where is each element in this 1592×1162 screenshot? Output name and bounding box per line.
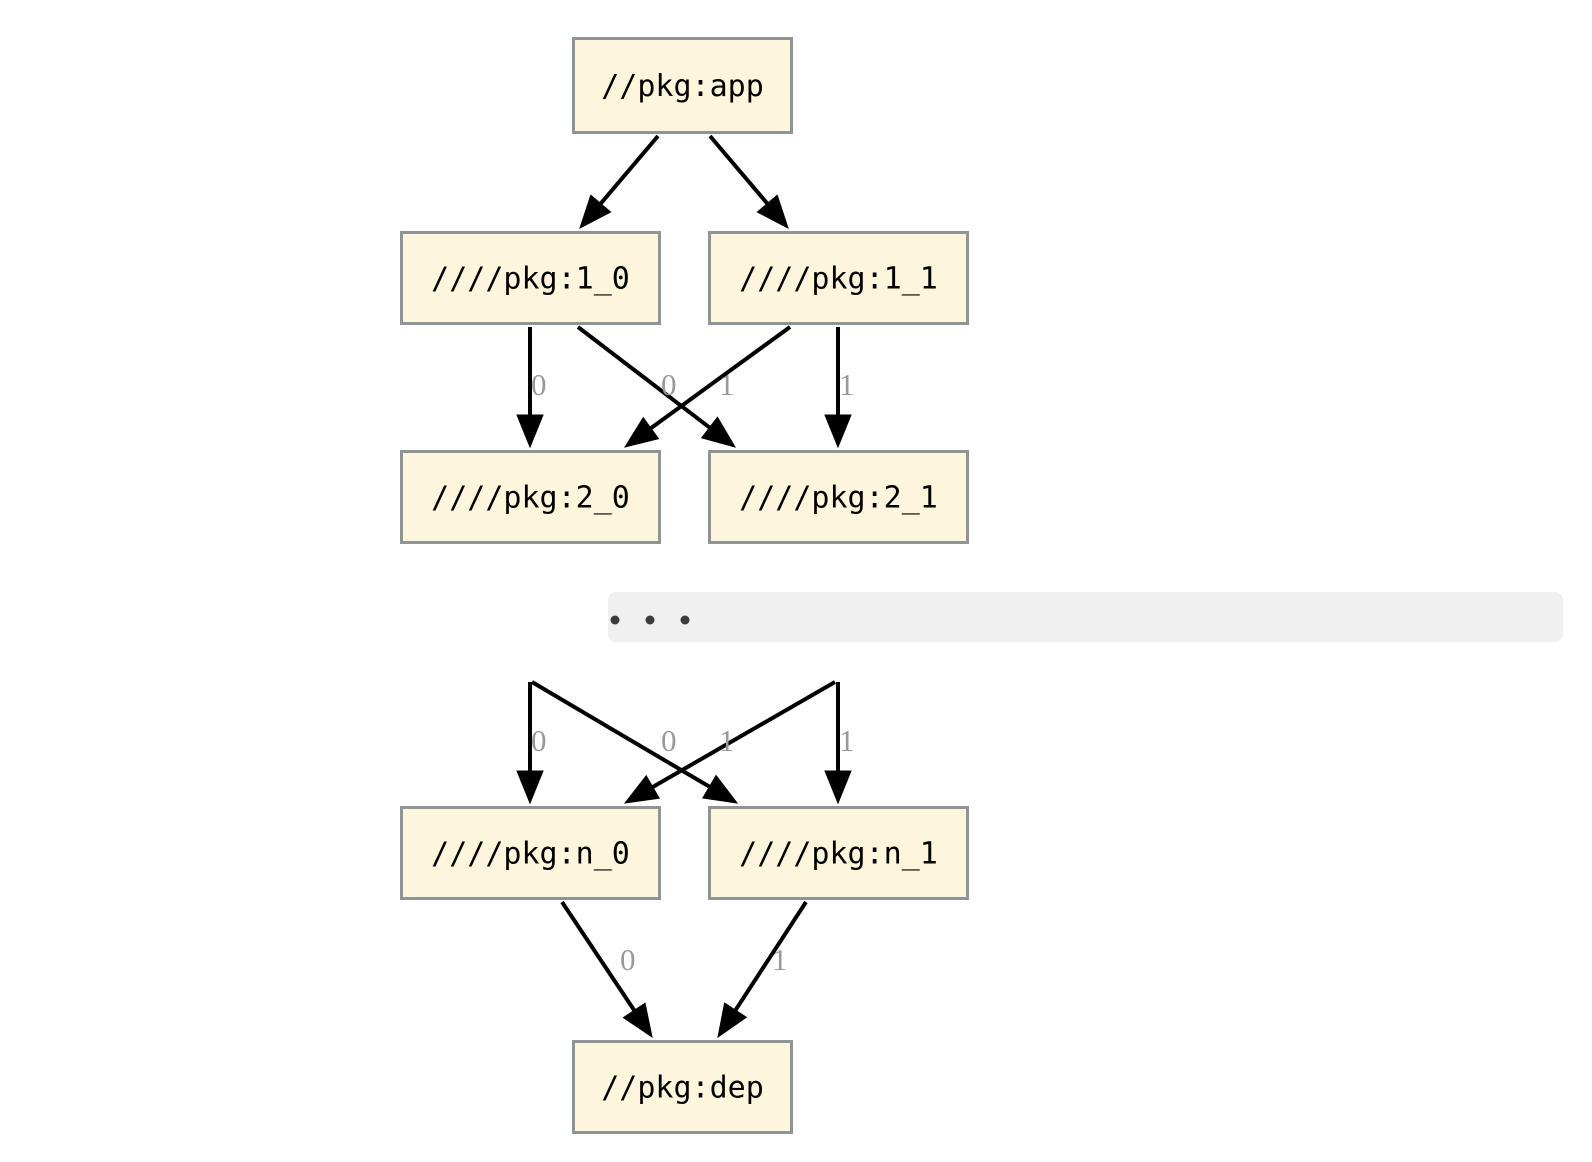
graph-node-nn_0[interactable]: ////pkg:n_0 <box>400 806 661 900</box>
graph-node-n1_0[interactable]: ////pkg:1_0 <box>400 231 661 325</box>
graph-edge <box>623 680 836 804</box>
graph-node-app[interactable]: //pkg:app <box>572 37 793 134</box>
edge-label: 1 <box>772 942 788 977</box>
ellipsis-dot-1 <box>645 615 655 625</box>
edge-label: 1 <box>839 723 855 758</box>
node-box[interactable] <box>400 806 661 900</box>
graph-node-nn_1[interactable]: ////pkg:n_1 <box>708 806 969 900</box>
graph-edge <box>717 900 808 1039</box>
ellipsis-dot-2 <box>680 615 690 625</box>
edge-arrowhead <box>702 774 739 804</box>
edge-label: 1 <box>719 723 735 758</box>
nodes-layer: //pkg:app ////pkg:1_0 ////pkg:1_1 ////pkg:2… <box>400 37 969 1134</box>
node-label: //pkg:dep <box>601 1071 764 1106</box>
edge-arrowhead <box>756 194 789 230</box>
graph-edge <box>560 900 653 1039</box>
node-label: ////pkg:1_0 <box>431 262 630 297</box>
edges-layer <box>516 134 852 1039</box>
ellipsis-layer <box>608 592 1563 642</box>
graph-edge <box>708 134 789 230</box>
truncation-ellipsis <box>608 592 1563 642</box>
node-label: ////pkg:n_1 <box>739 837 938 872</box>
node-box[interactable] <box>400 231 661 325</box>
edge-shaft <box>708 134 773 210</box>
graph-edge <box>579 134 660 230</box>
edge-label: 0 <box>620 942 636 977</box>
edge-arrowhead <box>717 1002 748 1039</box>
ellipsis-band <box>608 592 1563 642</box>
edge-shaft <box>730 900 808 1017</box>
edge-arrowhead <box>824 414 852 449</box>
node-box[interactable] <box>708 806 969 900</box>
node-label: ////pkg:2_1 <box>739 481 938 516</box>
node-box[interactable] <box>572 1040 793 1134</box>
ellipsis-dot-0 <box>610 615 620 625</box>
node-box[interactable] <box>708 450 969 544</box>
node-label: ////pkg:1_1 <box>739 262 938 297</box>
edge-labels-layer: 0 0 1 1 0 0 1 1 0 1 <box>531 367 855 977</box>
edge-arrowhead <box>623 774 661 804</box>
edge-shaft <box>560 900 640 1017</box>
graph-edge <box>824 682 852 805</box>
edge-arrowhead <box>622 1002 653 1039</box>
edge-label: 1 <box>719 367 735 402</box>
edge-arrowhead <box>516 414 544 449</box>
edge-shaft <box>530 680 716 792</box>
node-box[interactable] <box>708 231 969 325</box>
graph-edge <box>576 325 737 448</box>
edge-arrowhead <box>700 416 737 448</box>
node-label: ////pkg:n_0 <box>431 837 630 872</box>
graph-edge <box>530 680 739 804</box>
graph-node-n2_0[interactable]: ////pkg:2_0 <box>400 450 661 544</box>
graph-node-n2_1[interactable]: ////pkg:2_1 <box>708 450 969 544</box>
node-box[interactable] <box>572 37 793 134</box>
edge-arrowhead <box>516 770 544 805</box>
node-label: ////pkg:2_0 <box>431 481 630 516</box>
graph-node-n1_1[interactable]: ////pkg:1_1 <box>708 231 969 325</box>
edge-label: 0 <box>661 367 677 402</box>
edge-shaft <box>576 325 716 433</box>
edge-arrowhead <box>579 194 612 230</box>
graph-edge <box>516 682 544 805</box>
edge-shaft <box>595 134 660 210</box>
graph-edge <box>824 327 852 449</box>
edge-label: 1 <box>839 367 855 402</box>
edge-label: 0 <box>531 723 547 758</box>
edge-arrowhead <box>623 416 660 448</box>
edge-label: 0 <box>531 367 547 402</box>
node-label: //pkg:app <box>601 69 764 104</box>
edge-shaft <box>646 680 836 792</box>
graph-edge <box>623 325 792 448</box>
node-box[interactable] <box>400 450 661 544</box>
edge-arrowhead <box>824 770 852 805</box>
edge-label: 0 <box>661 723 677 758</box>
graph-edge <box>516 327 544 449</box>
graph-node-dep[interactable]: //pkg:dep <box>572 1040 793 1134</box>
edge-shaft <box>644 325 792 434</box>
